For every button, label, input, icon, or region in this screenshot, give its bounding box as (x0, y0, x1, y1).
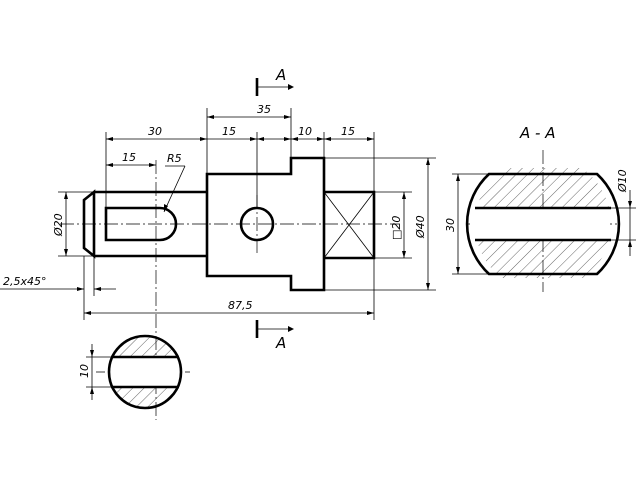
square-cross-b (323, 191, 375, 259)
dim-r5: R5 (167, 152, 182, 165)
dim-overall: 87,5 (228, 299, 253, 312)
dim-35: 35 (257, 103, 271, 116)
small-section-outline (107, 334, 183, 410)
dim-small-section-10: 10 (78, 364, 91, 378)
section-outline (465, 172, 621, 276)
section-view-aa: A - A 30 Ø10 (444, 124, 636, 292)
dim-section-30: 30 (444, 218, 457, 232)
dim-15a: 15 (222, 125, 236, 138)
section-marker-bottom (255, 320, 294, 338)
section-label-bottom: A (275, 334, 286, 352)
section-label-top: A (275, 66, 286, 84)
section-view-title: A - A (519, 124, 555, 142)
dim-dia40: Ø40 (414, 215, 427, 239)
dim-chamfer: 2,5x45° (3, 275, 47, 288)
dimensions: 35 30 15 10 15 15 R5 (0, 103, 436, 320)
square-end (324, 190, 376, 260)
dim-dia20: Ø20 (52, 213, 65, 237)
dim-section-dia10: Ø10 (616, 169, 629, 193)
dim-10: 10 (298, 125, 312, 138)
left-shaft-outline (82, 189, 207, 259)
dim-15b: 15 (341, 125, 355, 138)
dim-square20: □20 (390, 216, 403, 240)
small-section-view: 10 (78, 334, 190, 410)
dim-slot-15: 15 (122, 151, 136, 164)
section-marker-top (255, 78, 294, 96)
dim-30: 30 (148, 125, 162, 138)
